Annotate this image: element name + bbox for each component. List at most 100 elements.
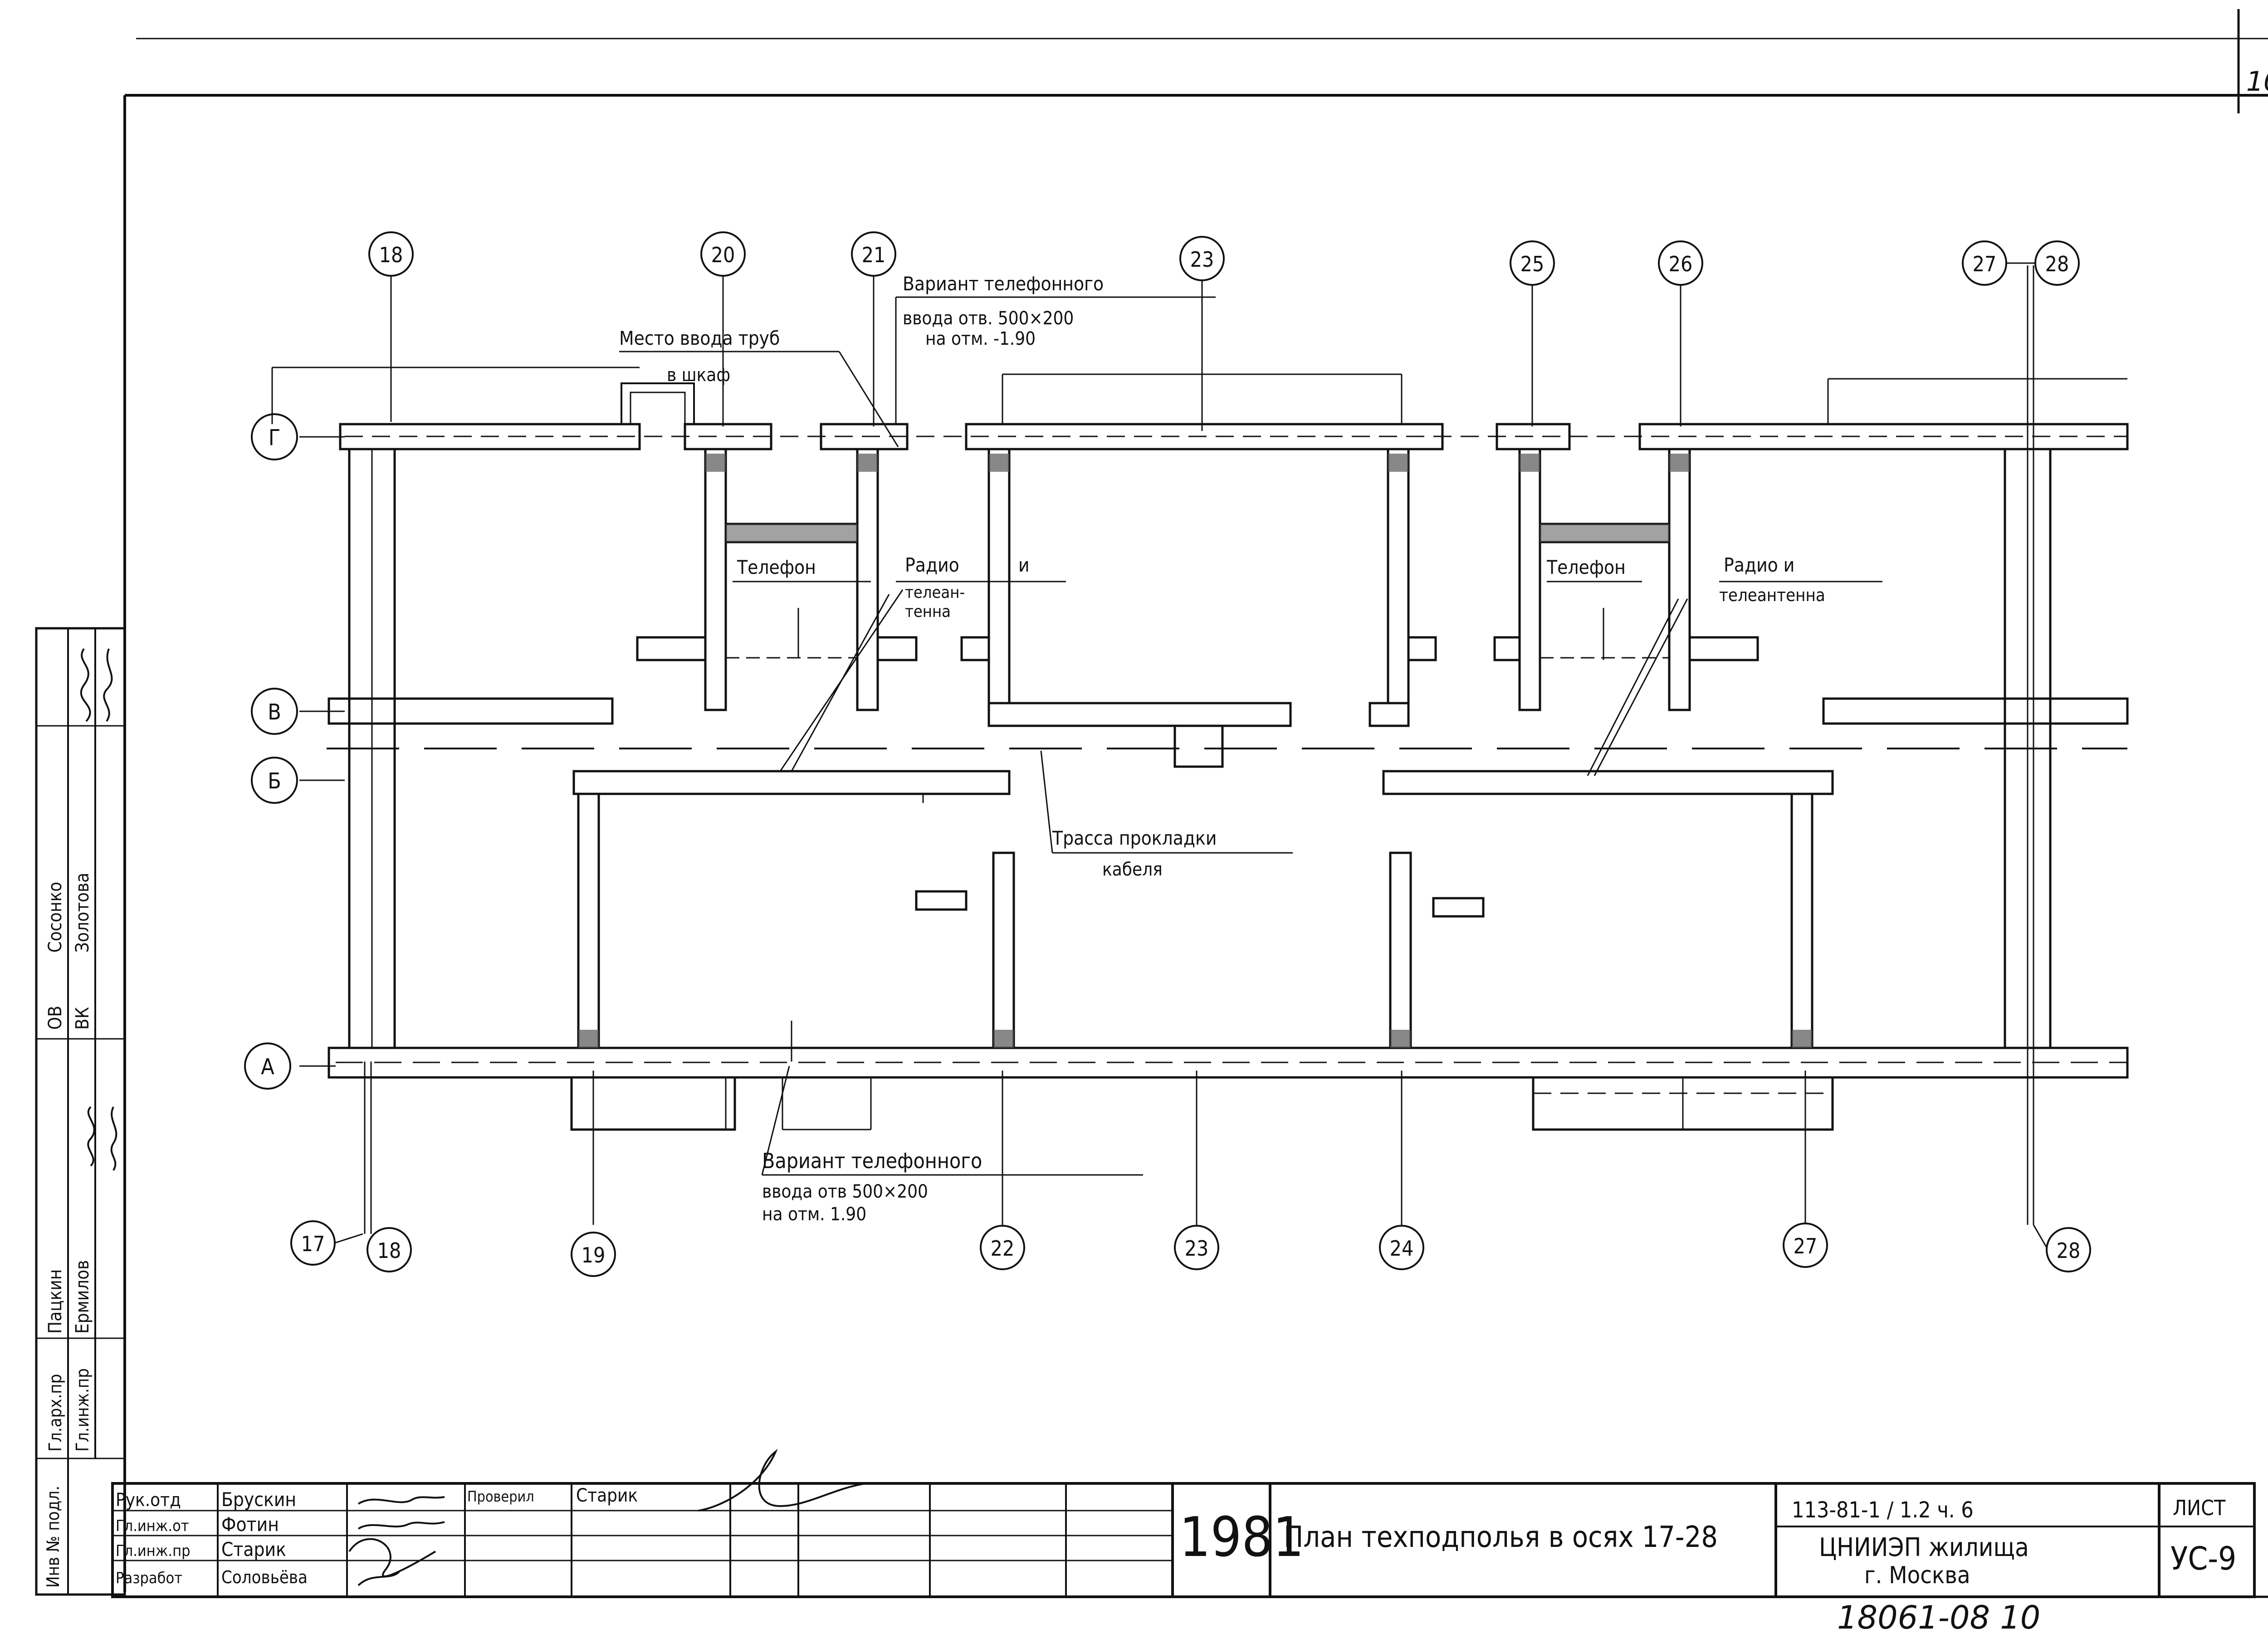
telephone-left-label: Телефон	[737, 556, 816, 578]
stamp-signatures	[80, 648, 117, 1171]
radio-right-label: Радио и	[1724, 554, 1794, 576]
svg-text:23: 23	[1185, 1236, 1209, 1261]
annotations: Место ввода труб в шкаф Вариант телефонн…	[619, 273, 1825, 1225]
svg-text:26: 26	[1669, 252, 1693, 276]
svg-text:Г: Г	[269, 425, 280, 450]
axis-bubble-22-bottom: 22	[980, 1225, 1025, 1270]
phone-variant-bottom-label: Вариант телефонного	[762, 1149, 982, 1173]
axis-bubble-23-bottom: 23	[1174, 1225, 1219, 1270]
tb-role-3: Разработ	[116, 1569, 182, 1587]
cable-route-label-2: кабеля	[1102, 859, 1163, 880]
stamp-role-3: ВК	[72, 1007, 93, 1030]
tb-role-1: Гл.инж.от	[116, 1517, 189, 1535]
phone-variant-bottom-label-2: ввода отв 500×200	[762, 1181, 928, 1202]
year: 1981	[1179, 1506, 1304, 1569]
svg-text:А: А	[261, 1054, 274, 1080]
leader-lines	[619, 296, 1882, 1176]
pipe-entry-label: Место ввода труб	[619, 327, 780, 349]
axis-bubble-row-b: Б	[251, 757, 298, 804]
axis-bubble-row-g: Г	[251, 413, 298, 460]
tb-name-0: Брускин	[221, 1488, 296, 1511]
stamp-name-3: Золотова	[72, 873, 93, 953]
svg-text:20: 20	[711, 243, 735, 267]
axis-bubble-28-top: 28	[2034, 240, 2080, 286]
axis-bubble-18-top: 18	[368, 231, 414, 277]
svg-text:28: 28	[2045, 252, 2069, 276]
axis-bubble-17-bottom: 17	[290, 1220, 336, 1266]
inventory-number: 18061-08 10	[1837, 1599, 2040, 1634]
svg-text:25: 25	[1520, 252, 1545, 276]
tb-name-1: Фотин	[221, 1513, 279, 1536]
radio-left-label: Радио	[905, 554, 959, 576]
axis-bubble-23-top: 23	[1179, 236, 1225, 281]
radio-right-label-2: телеантенна	[1719, 585, 1825, 605]
stamp-name-0: Пацкин	[45, 1269, 66, 1334]
svg-text:28: 28	[2057, 1238, 2081, 1263]
inv-number-label: Инв № подл.	[43, 1486, 63, 1588]
floor-plan-walls	[271, 367, 2129, 1131]
stamp-name-1: Ермилов	[72, 1260, 93, 1334]
svg-text:27: 27	[1794, 1234, 1818, 1258]
axis-bubble-21-top: 21	[851, 231, 896, 277]
telephone-right-label: Телефон	[1546, 556, 1626, 578]
top-axis-bubbles: 18 20 21 23 25 26 27 28	[368, 231, 2080, 286]
title-block-signatures	[348, 1448, 867, 1586]
axis-bubble-27-top: 27	[1962, 240, 2007, 286]
svg-text:24: 24	[1390, 1236, 1414, 1261]
organization: ЦНИИЭП жилища	[1819, 1533, 2029, 1562]
pipe-entry-label-2: в шкаф	[667, 365, 730, 386]
svg-text:27: 27	[1973, 252, 1997, 276]
svg-text:В: В	[268, 700, 281, 725]
drawing-code: 113-81-1 / 1.2 ч. 6	[1792, 1497, 1974, 1523]
axis-bubble-25-top: 25	[1510, 240, 1555, 286]
svg-text:22: 22	[991, 1236, 1015, 1261]
title-block-text: Рук.отд Брускин Гл.инж.от Фотин Гл.инж.п…	[116, 1485, 2236, 1589]
tb-checked-name: Старик	[576, 1485, 638, 1506]
phone-variant-bottom-label-3: на отм. 1.90	[762, 1204, 866, 1225]
svg-text:Б: Б	[268, 768, 281, 794]
axis-lines	[299, 265, 2034, 1234]
sheet-number: УС-9	[2170, 1540, 2236, 1577]
tb-name-2: Старик	[221, 1538, 286, 1561]
axis-bubble-18-bottom: 18	[367, 1227, 412, 1272]
drawing-title: План техподполья в осях 17-28	[1284, 1521, 1718, 1554]
stamp-role-0: Гл.арх.пр	[45, 1374, 65, 1452]
title-block	[111, 1482, 2256, 1598]
bottom-axis-bubbles: 17 18 19 22 23 24 27 28	[290, 1220, 2091, 1277]
svg-text:23: 23	[1190, 247, 1214, 272]
stamp-name-2: Сосонко	[45, 882, 66, 953]
axis-bubble-28-bottom: 28	[2046, 1227, 2091, 1272]
tb-role-2: Гл.инж.пр	[116, 1542, 191, 1560]
tb-name-3: Соловьёва	[221, 1567, 308, 1587]
radio-left-label-3: телеан-	[905, 583, 965, 602]
axis-bubble-24-bottom: 24	[1379, 1225, 1424, 1270]
tb-role-0: Рук.отд	[116, 1490, 181, 1511]
radio-left-label-4: тенна	[905, 602, 951, 621]
phone-variant-top-label-2: ввода отв. 500×200	[903, 308, 1074, 329]
axis-bubble-27-bottom: 27	[1783, 1223, 1828, 1268]
stamp-role-2: ОВ	[45, 1006, 66, 1030]
page-number: 10	[2246, 66, 2268, 98]
svg-text:21: 21	[862, 243, 886, 267]
svg-text:19: 19	[582, 1243, 606, 1267]
svg-text:18: 18	[379, 243, 403, 267]
sheet-label: ЛИСТ	[2173, 1496, 2226, 1520]
radio-left-label-2: и	[1018, 554, 1030, 576]
wall-hatching	[578, 454, 1812, 1048]
axis-bubble-26-top: 26	[1658, 240, 1703, 286]
left-stamp	[35, 627, 126, 1596]
axis-bubble-row-a: А	[244, 1042, 291, 1090]
phone-variant-top-label: Вариант телефонного	[903, 273, 1104, 295]
city: г. Москва	[1864, 1562, 1970, 1589]
tb-checked-label: Проверил	[467, 1488, 534, 1505]
axis-bubble-20-top: 20	[700, 231, 746, 277]
svg-text:17: 17	[301, 1232, 325, 1256]
stamp-role-1: Гл.инж.пр	[73, 1368, 93, 1452]
svg-text:18: 18	[377, 1238, 401, 1263]
left-stamp-text: Гл.арх.пр Пацкин Гл.инж.пр Ермилов ОВ Со…	[43, 873, 93, 1588]
row-axis-bubbles: Г В Б А	[244, 413, 298, 1090]
axis-bubble-19-bottom: 19	[571, 1232, 616, 1277]
axis-bubble-row-v: В	[251, 688, 298, 735]
cable-route-label: Трасса прокладки	[1052, 827, 1217, 849]
